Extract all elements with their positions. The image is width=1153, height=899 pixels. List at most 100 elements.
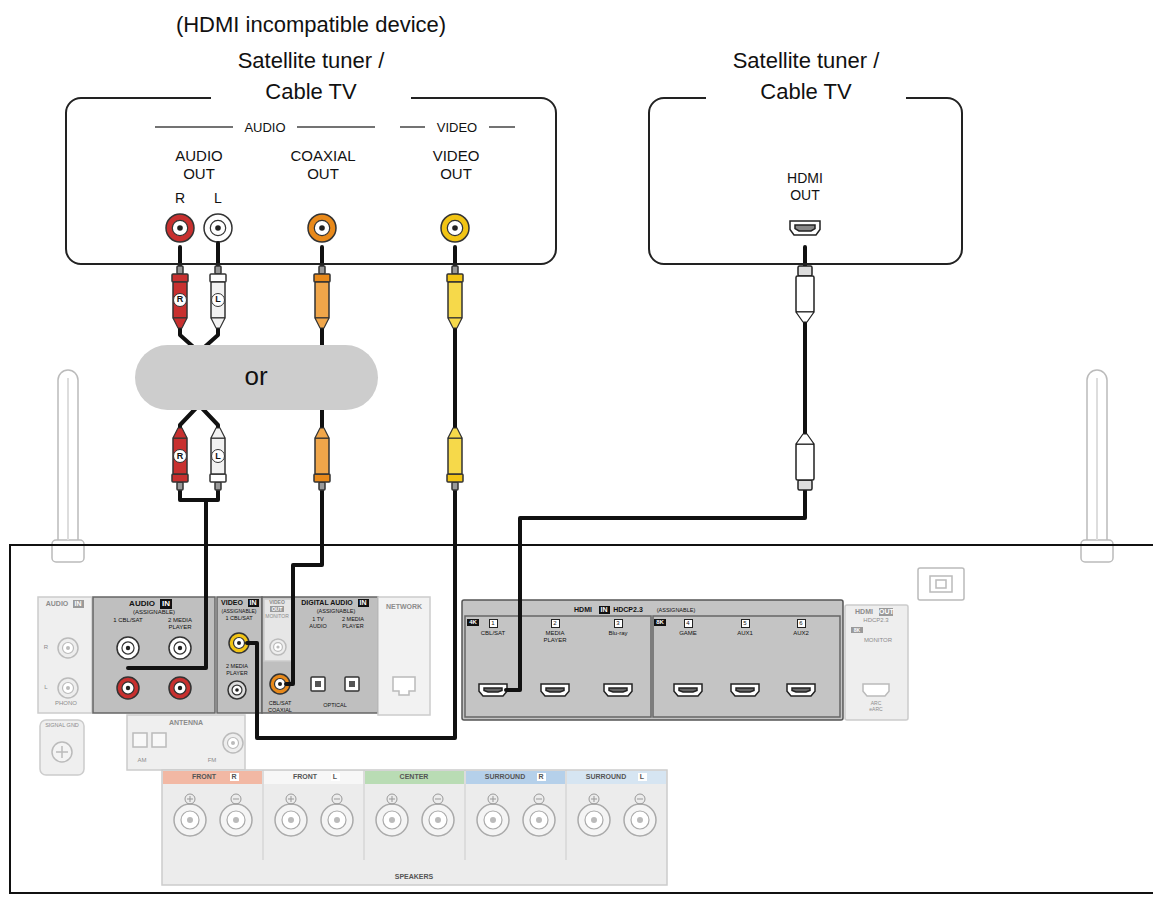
jack-group: HDMI OUT	[765, 168, 845, 247]
receiver-illustration-line	[392, 796, 393, 802]
node-title: (HDMI incompatible device)	[101, 12, 521, 38]
receiver-illustration-line	[594, 796, 595, 802]
receiver-illustration-rect	[315, 681, 321, 687]
receiver-illustration-path	[795, 225, 815, 231]
receiver-illustration-circle	[174, 682, 186, 694]
node-text: (ASSIGNABLE)	[124, 609, 184, 616]
part-label: SURROUND	[482, 773, 528, 781]
receiver-illustration-line	[291, 796, 292, 802]
receiver-illustration-path	[604, 684, 632, 696]
receiver-illustration-circle	[126, 686, 130, 690]
receiver-illustration-path	[787, 684, 815, 696]
part-label: 8K	[851, 627, 863, 633]
node-text: HDCP2.3	[611, 606, 645, 614]
receiver-illustration-path	[731, 684, 759, 696]
node-text: 3	[614, 619, 623, 628]
part-label: CENTER	[392, 773, 436, 781]
node-text: (ASSIGNABLE)	[306, 608, 366, 615]
receiver-illustration-circle	[210, 220, 225, 235]
part-label: MONITOR	[858, 637, 898, 644]
receiver-illustration-line	[493, 796, 494, 802]
receiver-illustration-circle	[174, 804, 206, 836]
receiver-illustration-path	[393, 677, 415, 695]
node-text: AUX2	[783, 630, 819, 637]
node-text: 2 MEDIA PLAYER	[337, 616, 369, 629]
plug-illustration-rect	[447, 274, 463, 282]
input-panel: AUDIOIN(ASSIGNABLE)1 CBL/SAT2 MEDIA PLAY…	[93, 597, 215, 713]
node-title: COAXIAL OUT	[283, 147, 363, 183]
plug-illustration-rect	[172, 474, 188, 482]
receiver-illustration-circle	[319, 225, 325, 231]
receiver-illustration-circle	[122, 642, 134, 654]
node-text: Satellite tuner / Cable TV	[211, 45, 411, 107]
plug-illustration-polyline	[286, 597, 293, 684]
node-text: 8K	[654, 619, 666, 626]
receiver-illustration-circle	[270, 639, 286, 655]
plug-illustration-polygon	[173, 428, 187, 438]
plug-illustration-polygon	[448, 318, 462, 328]
receiver-illustration-circle	[66, 646, 70, 650]
receiver-illustration-circle	[332, 794, 342, 804]
node-title: or	[231, 361, 281, 392]
receiver-illustration-circle	[308, 214, 336, 242]
receiver-illustration-path	[790, 221, 820, 235]
receiver-illustration-circle	[536, 817, 542, 823]
plug-illustration-rect	[452, 266, 458, 274]
receiver-illustration-circle	[63, 683, 74, 694]
plug-illustration-rect	[798, 480, 812, 490]
receiver-illustration-circle	[117, 677, 139, 699]
receiver-illustration-rect	[653, 616, 840, 717]
plug-illustration-polygon	[211, 428, 225, 438]
receiver-illustration-circle	[585, 811, 603, 829]
plug-illustration-rect	[211, 282, 225, 318]
receiver-illustration-circle	[122, 682, 134, 694]
part-label: AM	[134, 757, 150, 764]
jack-group: AUDIO OUT R L	[160, 145, 240, 247]
part-label: HDCP2.3	[856, 617, 896, 624]
receiver-illustration-circle	[215, 225, 221, 231]
node-text: IN	[358, 599, 369, 607]
receiver-illustration-path	[479, 684, 507, 696]
receiver-illustration-rect	[1087, 370, 1107, 560]
receiver-illustration-path	[609, 688, 627, 692]
part-label: SIGNAL GND	[40, 722, 84, 729]
receiver-illustration-line	[435, 799, 441, 800]
receiver-illustration-line	[334, 799, 340, 800]
receiver-illustration-circle	[275, 804, 307, 836]
receiver-illustration-circle	[58, 678, 78, 698]
receiver-illustration-circle	[228, 738, 239, 749]
receiver-illustration-circle	[234, 638, 245, 649]
part-label: FM	[204, 757, 220, 764]
receiver-illustration-line	[364, 770, 365, 860]
part-label: ARC eARC	[865, 700, 887, 712]
receiver-illustration-circle	[488, 794, 498, 804]
node-text: 4K	[467, 619, 479, 626]
receiver-illustration-rect	[127, 715, 245, 770]
plug-illustration-circle	[212, 294, 225, 307]
part-label: MONITOR	[264, 613, 290, 619]
receiver-illustration-rect	[52, 540, 84, 562]
node-text: R	[172, 190, 188, 207]
jack-group: VIDEO OUT	[415, 145, 497, 247]
node-text: CBL/SAT	[475, 630, 511, 637]
node-text: OPTICAL	[313, 702, 357, 709]
plug-illustration-polygon	[448, 428, 462, 438]
receiver-illustration-circle	[228, 681, 246, 699]
plug-illustration-rect	[314, 274, 330, 282]
plug-illustration-rect	[173, 438, 187, 474]
receiver-illustration-circle	[282, 811, 300, 829]
plug-illustration-polygon	[315, 428, 329, 438]
plug-illustration-polygon	[173, 318, 187, 328]
node-text: (ASSIGNABLE)	[649, 607, 703, 614]
receiver-illustration-rect	[38, 597, 92, 713]
cable	[520, 247, 805, 600]
receiver-illustration-rect	[345, 677, 359, 691]
receiver-illustration-circle	[63, 643, 74, 654]
receiver-illustration-rect	[58, 370, 78, 560]
receiver-illustration-circle	[328, 811, 346, 829]
part-label: OUT	[879, 608, 893, 616]
receiver-illustration-path	[679, 688, 697, 692]
node-text: L	[210, 190, 226, 207]
node-title: AUDIO OUT	[163, 147, 235, 183]
receiver-illustration-circle	[334, 817, 340, 823]
